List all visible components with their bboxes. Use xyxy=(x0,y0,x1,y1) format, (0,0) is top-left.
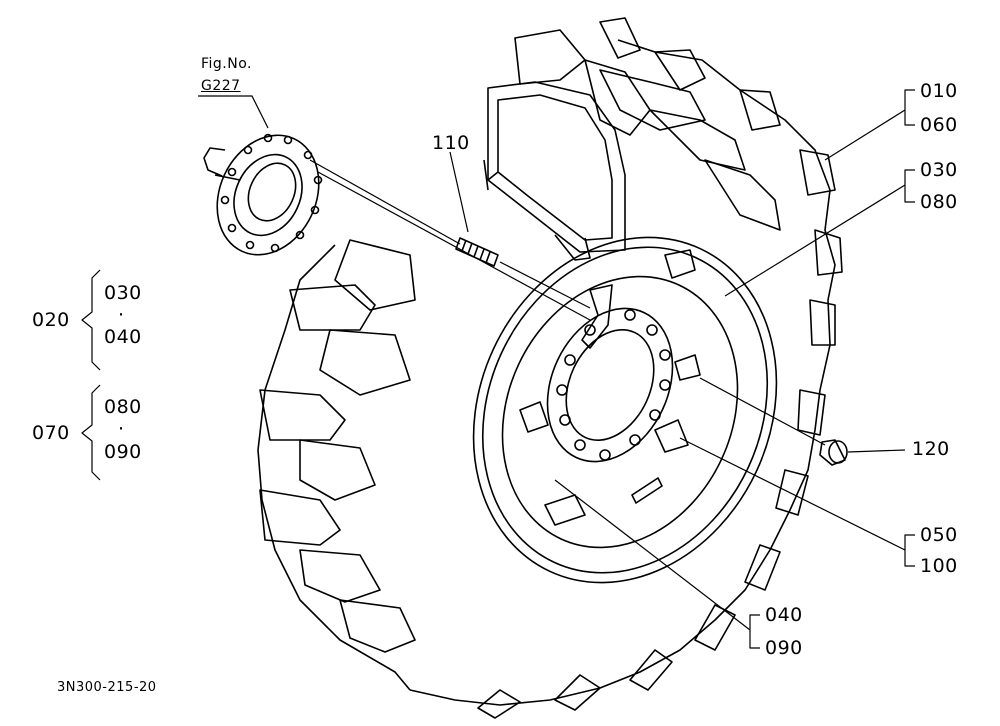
hub-shaft-drawing xyxy=(203,133,323,256)
callout-090-bottom: 090 xyxy=(765,637,803,659)
callout-120: 120 xyxy=(912,438,950,460)
callout-040-bottom: 040 xyxy=(765,604,803,626)
callout-080-left: 080 xyxy=(104,396,142,418)
callout-040-left: 040 xyxy=(104,326,142,348)
nut-120-drawing xyxy=(819,439,848,466)
figure-reference-number: G227 xyxy=(201,78,241,94)
callout-060: 060 xyxy=(920,114,958,136)
callout-020: 020 xyxy=(32,309,70,331)
figure-reference-title: Fig.No. xyxy=(201,56,253,72)
callout-100: 100 xyxy=(920,555,958,577)
callout-dot-2: · xyxy=(118,418,125,440)
tire-drawing xyxy=(257,17,843,719)
callout-110: 110 xyxy=(432,132,470,154)
callout-030-left: 030 xyxy=(104,282,142,304)
callout-030-right: 030 xyxy=(920,159,958,181)
leader-lines xyxy=(81,89,915,649)
callout-090-left: 090 xyxy=(104,441,142,463)
callout-010: 010 xyxy=(920,80,958,102)
callout-070: 070 xyxy=(32,422,70,444)
wheel-disc-drawing xyxy=(472,236,778,584)
callout-050: 050 xyxy=(920,524,958,546)
drawing-code: 3N300-215-20 xyxy=(57,680,157,695)
stud-110-drawing xyxy=(455,237,499,267)
callout-080-right: 080 xyxy=(920,191,958,213)
fender-drawing xyxy=(483,81,626,261)
callout-dot-1: · xyxy=(118,304,125,326)
